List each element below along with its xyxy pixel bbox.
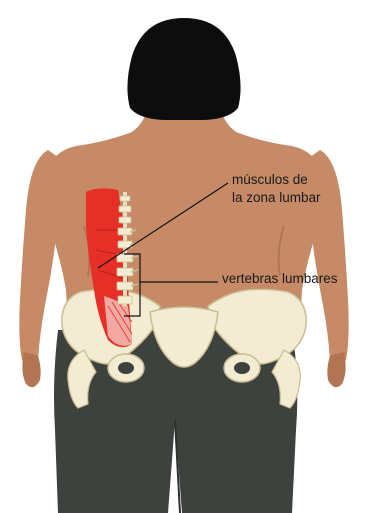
vertebrae-label: vertebras lumbares: [222, 270, 338, 288]
hair: [127, 18, 240, 120]
muscles-label: músculos de la zona lumbar: [232, 171, 321, 207]
muscles-label-line-1: músculos de: [232, 171, 321, 189]
muscles-label-line-2: la zona lumbar: [232, 189, 321, 207]
